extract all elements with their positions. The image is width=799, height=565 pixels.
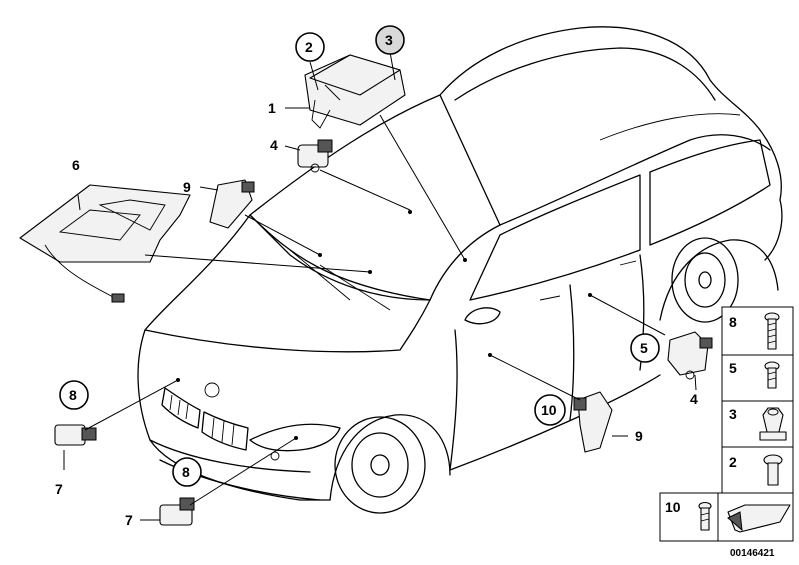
callout-6: 6 bbox=[72, 157, 80, 173]
car-outline bbox=[137, 26, 783, 514]
sensor-upper-left[interactable] bbox=[209, 179, 255, 229]
callout-8-lower: 8 bbox=[182, 464, 190, 480]
legend-label-10: 10 bbox=[665, 499, 681, 515]
legend-label-2: 2 bbox=[729, 454, 737, 470]
callout-10: 10 bbox=[541, 402, 557, 418]
callout-5-circle bbox=[630, 333, 660, 363]
callout-4-right: 4 bbox=[690, 391, 698, 407]
sensor-right[interactable] bbox=[667, 331, 713, 380]
short-screw-icon bbox=[698, 501, 712, 531]
callout-7-upper: 7 bbox=[55, 481, 63, 497]
airbag-control-unit[interactable] bbox=[304, 54, 406, 129]
callout-4-top: 4 bbox=[270, 137, 278, 153]
material-arrow-icon bbox=[727, 504, 791, 533]
callout-2-circle bbox=[295, 32, 325, 62]
callout-8-upper-circle bbox=[59, 380, 89, 410]
callout-9-lower: 9 bbox=[635, 428, 643, 444]
legend-label-8: 8 bbox=[729, 314, 737, 330]
callout-3: 3 bbox=[385, 32, 393, 48]
hardware-legend: 8 5 3 2 10 bbox=[659, 306, 794, 542]
long-screw-icon bbox=[764, 312, 780, 350]
callout-2: 2 bbox=[305, 39, 313, 55]
legend-label-5: 5 bbox=[729, 360, 737, 376]
screw-icon bbox=[764, 361, 780, 389]
legend-cell-8 bbox=[721, 306, 794, 356]
front-sensor-upper[interactable] bbox=[54, 424, 97, 446]
drawing-id: 00146421 bbox=[730, 548, 775, 559]
callout-1: 1 bbox=[268, 100, 276, 116]
legend-cell-2 bbox=[721, 446, 794, 494]
callout-10-circle bbox=[534, 394, 566, 426]
callout-labels: 1 2 3 4 9 6 5 4 10 9 8 7 8 7 bbox=[55, 25, 698, 528]
callout-8-lower-circle bbox=[172, 457, 202, 487]
sensor-top[interactable] bbox=[297, 139, 333, 173]
leader-dots bbox=[176, 210, 592, 440]
callout-7-lower: 7 bbox=[125, 512, 133, 528]
callout-3-circle bbox=[375, 25, 405, 55]
callout-8-upper: 8 bbox=[69, 387, 77, 403]
legend-cell-5 bbox=[721, 354, 794, 402]
legend-label-3: 3 bbox=[729, 406, 737, 422]
callout-9-upper: 9 bbox=[183, 179, 191, 195]
bolt-icon bbox=[763, 454, 783, 486]
seat-occupancy-mat[interactable] bbox=[19, 184, 191, 303]
nut-icon bbox=[759, 407, 787, 441]
leader-lines bbox=[63, 51, 697, 521]
front-sensor-lower[interactable] bbox=[159, 497, 195, 526]
callout-5: 5 bbox=[640, 340, 648, 356]
door-sensor[interactable] bbox=[573, 391, 613, 453]
